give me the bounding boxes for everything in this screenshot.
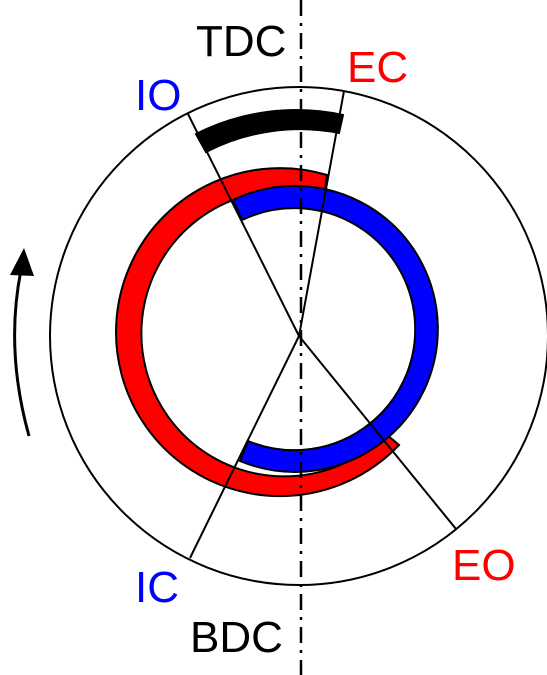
eo-label: EO	[452, 541, 516, 590]
io-line	[187, 113, 300, 337]
curved-arrow-up-icon	[10, 248, 34, 437]
exhaust-band	[115, 167, 401, 498]
intake-band	[231, 185, 439, 473]
ic-label: IC	[135, 563, 179, 612]
eo-line	[298, 335, 457, 530]
ec-label: EC	[347, 43, 408, 92]
io-label: IO	[135, 71, 181, 120]
bdc-label: BDC	[190, 613, 283, 662]
ec-line	[298, 90, 345, 337]
tdc-label: TDC	[196, 17, 286, 66]
crank-circle	[49, 86, 547, 586]
ic-line	[189, 335, 300, 559]
valve-overlap-band	[194, 109, 345, 154]
